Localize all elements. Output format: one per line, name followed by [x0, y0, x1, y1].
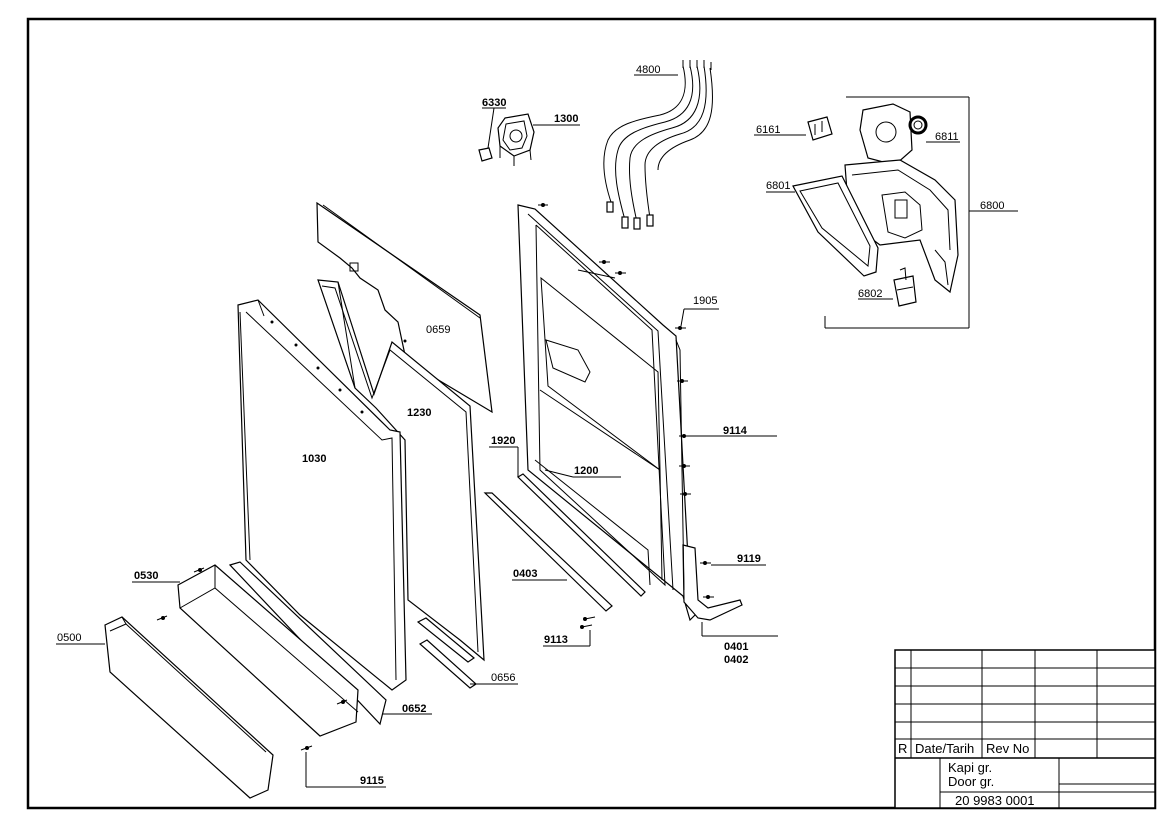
callout-6802: 6802 [858, 288, 882, 300]
part-0656-bottom-seal [416, 617, 477, 689]
callout-0500: 0500 [57, 632, 81, 644]
callout-0656: 0656 [491, 672, 515, 684]
part-0500-control-panel-front [104, 616, 274, 799]
callout-6811: 6811 [935, 131, 959, 143]
callout-6330: 6330 [482, 97, 506, 109]
callout-6161: 6161 [756, 124, 780, 136]
title-block-drawing-number: 20 9983 0001 [955, 793, 1035, 808]
screw-set-frame [538, 203, 714, 599]
drawing-border [26, 17, 1157, 810]
part-1030-outer-door-panel [237, 299, 407, 691]
title-block-title-line2: Door gr. [948, 774, 994, 789]
title-block-rev-header: Rev No [986, 741, 1029, 756]
callout-1230: 1230 [407, 407, 431, 419]
title-block-title-line1: Kapi gr. [948, 760, 992, 775]
callout-6801: 6801 [766, 180, 790, 192]
callout-9113: 9113 [544, 634, 568, 646]
part-0530-control-housing [156, 564, 359, 737]
screw-9115 [300, 745, 313, 751]
callout-0401: 0401 [724, 641, 748, 653]
callout-0530: 0530 [134, 570, 158, 582]
part-0659-insulation-sheet [316, 201, 493, 414]
callout-4800: 4800 [636, 64, 660, 76]
part-1230-frame-gasket [317, 279, 485, 662]
callout-1300: 1300 [554, 113, 578, 125]
callout-6800: 6800 [980, 200, 1004, 212]
part-4800-wiring-harness [603, 60, 713, 230]
callout-9119: 9119 [737, 553, 761, 565]
screw-set-9113 [580, 616, 596, 629]
part-1200-inner-door-frame [517, 204, 743, 622]
part-6800-detergent-dispenser [792, 96, 1018, 329]
title-block [894, 649, 1156, 809]
callout-1920: 1920 [491, 435, 515, 447]
title-block-date-header: Date/Tarih [915, 741, 974, 756]
part-1920-seal-strip [517, 473, 646, 597]
part-1300-bracket [497, 113, 535, 166]
callout-1200: 1200 [574, 465, 598, 477]
title-block-rev-marker: R [898, 741, 907, 756]
callout-0659: 0659 [426, 324, 450, 336]
callout-9114: 9114 [723, 425, 748, 437]
callout-0652: 0652 [402, 703, 426, 715]
callout-0403: 0403 [513, 568, 537, 580]
part-6330-clip [478, 147, 493, 162]
callout-1030: 1030 [302, 453, 326, 465]
part-0403-bottom-strip [483, 492, 613, 612]
callout-1905: 1905 [693, 295, 717, 307]
callout-0402: 0402 [724, 654, 748, 666]
callout-9115: 9115 [360, 775, 384, 787]
